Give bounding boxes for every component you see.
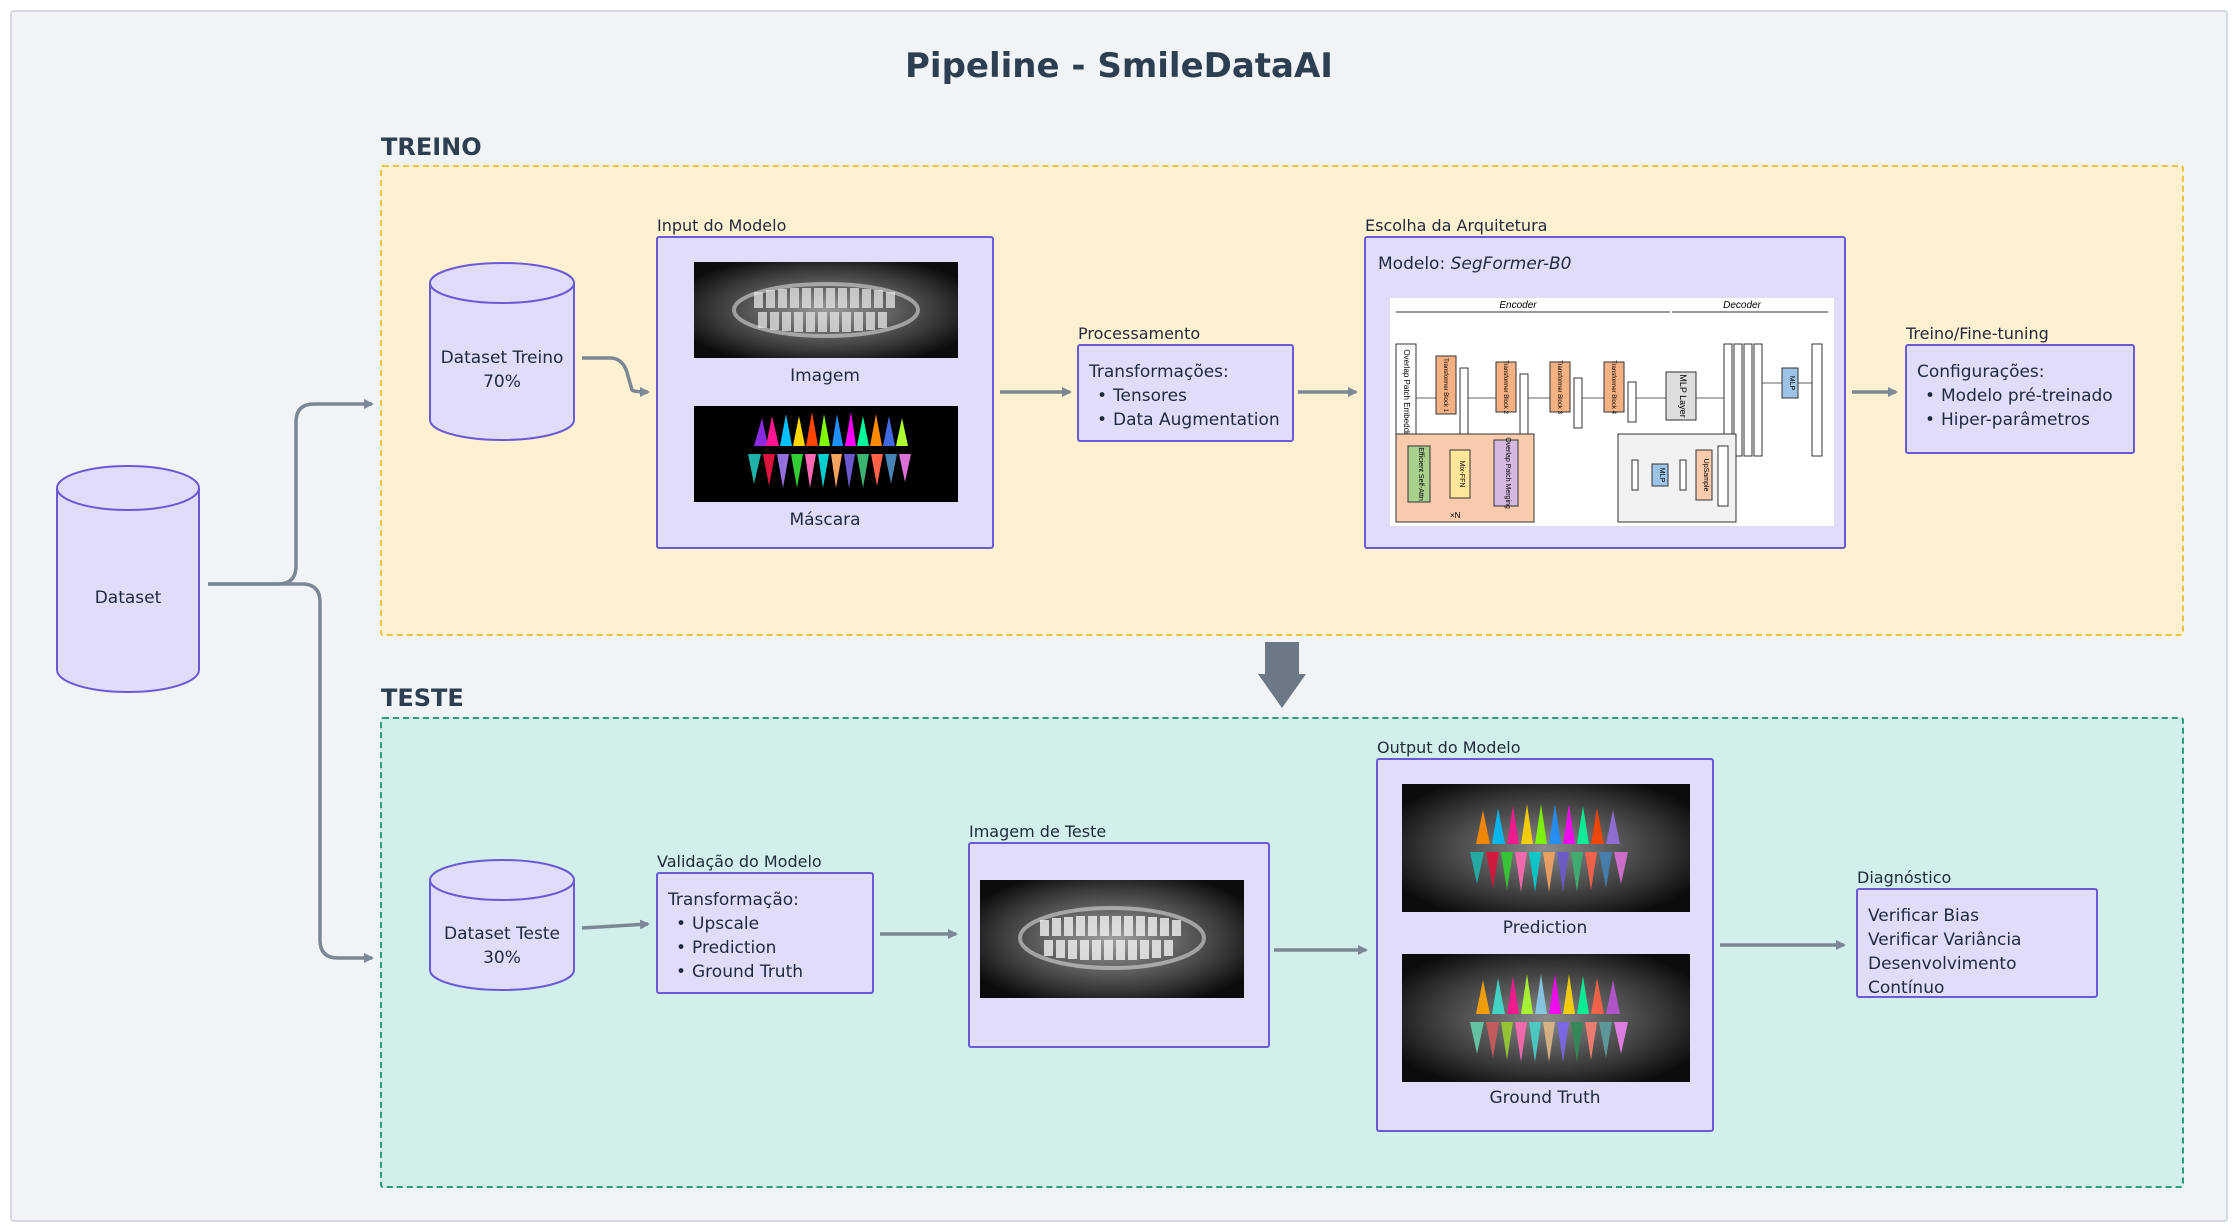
arquitetura-box: Modelo: SegFormer-B0 Encoder Decoder Ove… <box>1364 236 1846 549</box>
dataset-cylinder <box>56 465 200 693</box>
arquitetura-label: Escolha da Arquitetura <box>1365 216 1548 235</box>
finetuning-list: Modelo pré-treinado Hiper-parâmetros <box>1917 384 2123 432</box>
arrow-dataset-treino <box>208 399 374 586</box>
validacao-box: Transformação: Upscale Prediction Ground… <box>656 872 874 994</box>
xray-imagem-graphic <box>694 262 958 358</box>
arquitetura-modelo-prefix: Modelo: <box>1378 254 1451 274</box>
finetuning-heading: Configurações: <box>1917 362 2045 382</box>
xray-teste-graphic <box>980 880 1244 998</box>
arrow-dataset-teste-validacao <box>581 919 650 930</box>
finetuning-item: Modelo pré-treinado <box>1925 384 2123 408</box>
page-title: Pipeline - SmileDataAI <box>905 46 1333 86</box>
processamento-box: Transformações: Tensores Data Augmentati… <box>1077 344 1294 442</box>
mlp-text: MLP <box>1788 376 1795 391</box>
imagem-teste-label: Imagem de Teste <box>969 822 1107 841</box>
dataset-treino-label: Dataset Treino 70% <box>430 346 574 394</box>
prediction-graphic <box>1402 784 1690 912</box>
ground-truth-caption: Ground Truth <box>1489 1088 1601 1108</box>
segformer-architecture-figure: Encoder Decoder Overlap Patch Embeddings… <box>1390 298 1834 526</box>
imagem-teste-box <box>968 842 1270 1048</box>
finetuning-item: Hiper-parâmetros <box>1925 408 2123 432</box>
dataset-treino-name: Dataset Treino <box>440 348 564 368</box>
validacao-item: Prediction <box>676 936 862 960</box>
decoder-text: Decoder <box>1723 300 1761 311</box>
output-modelo-box: Prediction Grou <box>1376 758 1714 1132</box>
finetuning-label: Treino/Fine-tuning <box>1906 324 2049 343</box>
dataset-teste-label: Dataset Teste 30% <box>430 922 574 970</box>
diagnostico-item: Desenvolvimento Contínuo <box>1868 954 2017 998</box>
dataset-treino-cylinder <box>429 262 575 441</box>
mascara-graphic <box>748 412 911 488</box>
section-label-treino: TREINO <box>381 133 482 161</box>
validacao-item: Upscale <box>676 912 862 936</box>
ground-truth-graphic <box>1402 954 1690 1082</box>
input-modelo-box: Imagem Máscara <box>656 236 994 549</box>
segformer-architecture-graphic: Encoder Decoder Overlap Patch Embeddings… <box>1395 300 1828 523</box>
section-label-teste: TESTE <box>381 684 464 712</box>
processamento-list: Tensores Data Augmentation <box>1089 384 1282 432</box>
efficient-selfattn-text: Efficient Self-Attn <box>1417 447 1424 501</box>
dataset-teste-cylinder <box>429 859 575 991</box>
ground-truth-image <box>1402 954 1690 1082</box>
input-imagem-caption: Imagem <box>790 366 860 386</box>
processamento-label: Processamento <box>1078 324 1201 343</box>
transformer-block-4-text: Transformer Block 4 <box>1610 360 1616 414</box>
arrow-dataset-teste <box>208 582 374 963</box>
dataset-label: Dataset <box>94 588 162 608</box>
transformer-block-2-text: Transformer Block 2 <box>1502 360 1508 414</box>
arquitetura-modelo: Modelo: SegFormer-B0 <box>1378 252 1571 276</box>
dataset-treino-percent: 70% <box>483 372 521 392</box>
validacao-list: Upscale Prediction Ground Truth <box>668 912 862 984</box>
prediction-image <box>1402 784 1690 912</box>
processamento-item: Data Augmentation <box>1097 408 1282 432</box>
xray-imagem <box>694 262 958 358</box>
arrow-dataset-treino-input <box>582 356 650 397</box>
diagnostico-label: Diagnóstico <box>1857 868 1952 887</box>
prediction-caption: Prediction <box>1502 918 1588 938</box>
overlap-patch-embeddings-text: Overlap Patch Embeddings <box>1402 349 1411 446</box>
mlp-layer-text: MLP Layer <box>1678 374 1688 417</box>
diagnostico-item: Verificar Bias <box>1868 906 1980 926</box>
validacao-label: Validação do Modelo <box>657 852 822 871</box>
transformer-block-3-text: Transformer Block 3 <box>1556 360 1562 414</box>
diagnostico-item: Verificar Variância <box>1868 930 2022 950</box>
encoder-text: Encoder <box>1499 300 1537 311</box>
dataset-teste-percent: 30% <box>483 948 521 968</box>
overlap-patch-merging-text: Overlap Patch Merging <box>1504 437 1511 509</box>
upsample-text: UpSample <box>1702 459 1709 492</box>
transformer-block-1-text: Transformer Block 1 <box>1442 358 1448 412</box>
mascara-image <box>694 406 958 502</box>
xn-text: ×N <box>1450 511 1461 520</box>
input-mascara-caption: Máscara <box>789 510 861 530</box>
validacao-heading: Transformação: <box>668 890 799 910</box>
output-modelo-label: Output do Modelo <box>1377 738 1521 757</box>
mix-ffn-text: Mix-FFN <box>1458 461 1465 488</box>
input-modelo-label: Input do Modelo <box>657 216 787 235</box>
arquitetura-modelo-name: SegFormer-B0 <box>1450 254 1572 274</box>
finetuning-box: Configurações: Modelo pré-treinado Hiper… <box>1905 344 2135 454</box>
diagnostico-box: Verificar Bias Verificar Variância Desen… <box>1856 888 2098 998</box>
xray-teste <box>980 880 1244 998</box>
validacao-item: Ground Truth <box>676 960 862 984</box>
processamento-item: Tensores <box>1097 384 1282 408</box>
section-transition-arrow <box>1258 642 1306 708</box>
mlp2-text: MLP <box>1658 468 1665 483</box>
dataset-teste-name: Dataset Teste <box>444 924 560 944</box>
processamento-heading: Transformações: <box>1089 362 1229 382</box>
